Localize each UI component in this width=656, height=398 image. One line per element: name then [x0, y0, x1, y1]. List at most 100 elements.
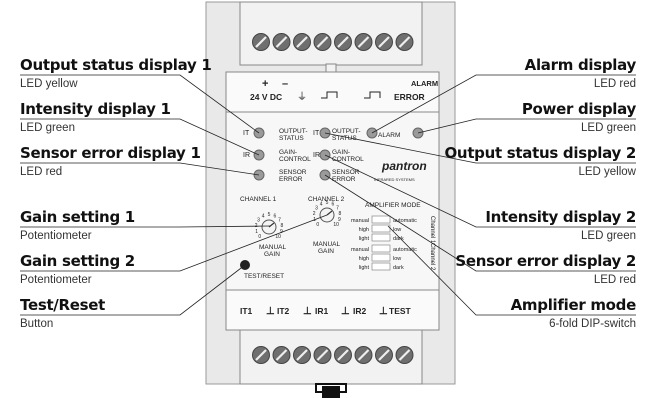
error-top-label: ERROR: [394, 92, 425, 102]
terminal-screw: [252, 346, 270, 364]
terminal-screw: [375, 33, 393, 51]
callout-sub: Potentiometer: [20, 274, 92, 286]
sensor-label-1b: ERROR: [279, 176, 303, 183]
top-terminal-block: [239, 1, 423, 66]
dip-toggle[interactable]: [371, 253, 391, 262]
bottom-labels: IT1⊥IT2⊥IR1⊥IR2⊥TEST: [240, 306, 412, 317]
sensor-label-2b: ERROR: [332, 176, 356, 183]
dip-left-label: manual: [351, 218, 369, 224]
callout-output-status-2: Output status display 2 LED yellow: [444, 145, 636, 179]
manual-gain-2b: GAIN: [318, 248, 334, 255]
dip-left-label: light: [359, 236, 370, 242]
callout-intensity-2: Intensity display 2 LED green: [485, 209, 636, 243]
dial-tick: 3: [315, 205, 318, 211]
callout-power-display: Power display LED green: [522, 101, 636, 135]
gain-label-2b: CONTROL: [332, 156, 364, 163]
dial-tick: 7: [336, 205, 339, 211]
dip-right-label: dark: [393, 236, 404, 242]
it-label-1: IT: [243, 130, 250, 137]
dial-tick: 0: [258, 234, 261, 240]
dip-toggle[interactable]: [371, 244, 391, 253]
brand-logo: pantron: [381, 159, 427, 173]
top-screws: [252, 33, 414, 51]
bottom-terminal-label: IR1: [315, 306, 329, 316]
callout-sub: LED yellow: [578, 166, 636, 178]
manual-gain-1b: GAIN: [264, 251, 280, 258]
ground-label: ⏚: [297, 91, 307, 103]
mounting-clip-foot: [322, 386, 340, 398]
ir-label-1: IR: [243, 152, 250, 159]
terminal-screw: [313, 346, 332, 364]
ir-label-2: IR: [313, 152, 320, 159]
callout-sensor-error-1: Sensor error display 1 LED red: [20, 145, 201, 179]
relay-contact-2: [364, 91, 381, 99]
voltage-label: 24 V DC: [250, 92, 282, 102]
terminal-screw: [395, 346, 414, 364]
bottom-terminal-label: TEST: [389, 306, 412, 316]
callout-sub: LED red: [593, 78, 636, 90]
channel-2-label: CHANNEL 2: [308, 196, 345, 203]
terminal-screw: [334, 33, 352, 51]
dip-toggle[interactable]: [371, 233, 391, 242]
dip-left-label: manual: [351, 247, 369, 253]
bottom-terminal-label: ⊥: [341, 306, 350, 317]
callout-title: Alarm display: [524, 56, 637, 74]
dip-right-label: dark: [393, 265, 404, 271]
callout-sub: LED red: [593, 274, 636, 286]
terminal-screw: [272, 346, 291, 364]
dip-toggle[interactable]: [371, 215, 391, 224]
side-channel-2: Channel 2: [429, 243, 435, 271]
dial-tick: 0: [316, 222, 319, 228]
terminal-screw: [252, 33, 270, 51]
dial-tick: 2: [313, 211, 316, 217]
callout-gain-setting-2: Gain setting 2 Potentiometer: [20, 253, 135, 287]
terminal-screw: [334, 346, 352, 364]
dial-tick: 10: [333, 222, 339, 228]
dip-toggle[interactable]: [371, 262, 391, 271]
manual-gain-1a: MANUAL: [259, 244, 286, 251]
dial-tick: 5: [326, 200, 329, 206]
dip-left-label: high: [359, 256, 369, 262]
front-panel: [225, 111, 440, 291]
dip-switch-row[interactable]: light dark: [359, 233, 404, 242]
it-label-2: IT: [313, 130, 320, 137]
dip-right-label: low: [393, 256, 401, 262]
callout-sub: LED green: [20, 122, 75, 134]
dial-tick: 6: [274, 213, 277, 219]
alarm-panel-label: ALARM: [378, 132, 400, 139]
callout-title: Intensity display 1: [20, 100, 171, 118]
dip-toggle[interactable]: [371, 224, 391, 233]
callout-title: Output status display 1: [20, 56, 212, 74]
callout-sub: Button: [20, 318, 54, 330]
terminal-screw: [293, 33, 311, 51]
terminal-screw: [354, 33, 373, 51]
dial-tick: 5: [268, 212, 271, 218]
terminal-screw: [293, 346, 311, 364]
bottom-screws: [252, 346, 414, 364]
bottom-terminal-label: IT2: [277, 306, 290, 316]
terminal-screw: [272, 33, 291, 51]
leader-lines: [20, 74, 636, 316]
dial-tick: 8: [280, 223, 283, 229]
plus-label: +: [262, 78, 268, 90]
output-label-1b: STATUS: [279, 135, 304, 142]
callout-sub: LED green: [581, 122, 636, 134]
dial-pointer: [326, 210, 333, 216]
dip-left-label: high: [359, 227, 369, 233]
test-reset-label: TEST/RESET: [244, 273, 284, 280]
brand-subtitle: INFRARED SYSTEMS: [374, 177, 415, 182]
terminal-screw: [313, 33, 332, 51]
terminal-screw: [395, 33, 414, 51]
dial-tick: 9: [338, 217, 341, 223]
minus-label: –: [282, 78, 288, 90]
dip-switch-row[interactable]: high low: [359, 253, 402, 262]
callout-sub: 6-fold DIP-switch: [549, 318, 636, 330]
dial-tick: 3: [257, 217, 260, 223]
bottom-terminal-label: IT1: [240, 306, 253, 316]
